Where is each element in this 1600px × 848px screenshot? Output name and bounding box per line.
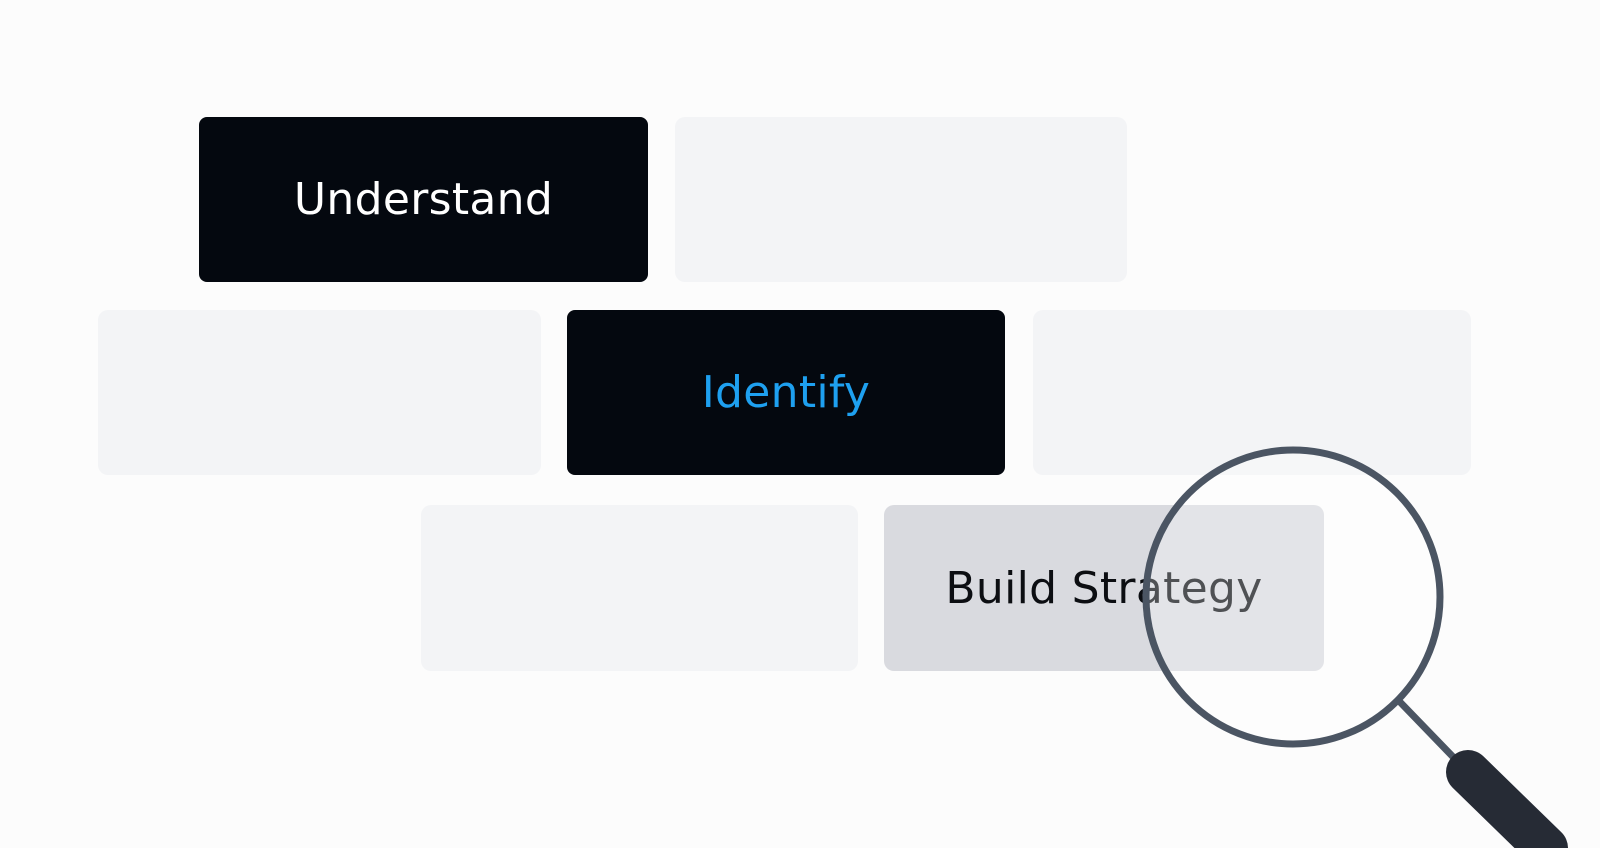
brick-identify-label: Identify xyxy=(701,367,871,418)
brick-build-strategy: Build Strategy xyxy=(884,505,1324,671)
brick-understand: Understand xyxy=(199,117,648,282)
brick-empty-middle-left xyxy=(98,310,541,475)
magnifier-handle xyxy=(1446,750,1568,848)
brick-understand-label: Understand xyxy=(293,174,554,225)
brick-empty-middle-right xyxy=(1033,310,1471,475)
brick-identify: Identify xyxy=(567,310,1005,475)
brick-empty-bottom-left xyxy=(421,505,858,671)
brick-build-strategy-label: Build Strategy xyxy=(945,562,1263,614)
brick-empty-top-right xyxy=(675,117,1127,282)
magnifier-neck xyxy=(1396,698,1462,766)
